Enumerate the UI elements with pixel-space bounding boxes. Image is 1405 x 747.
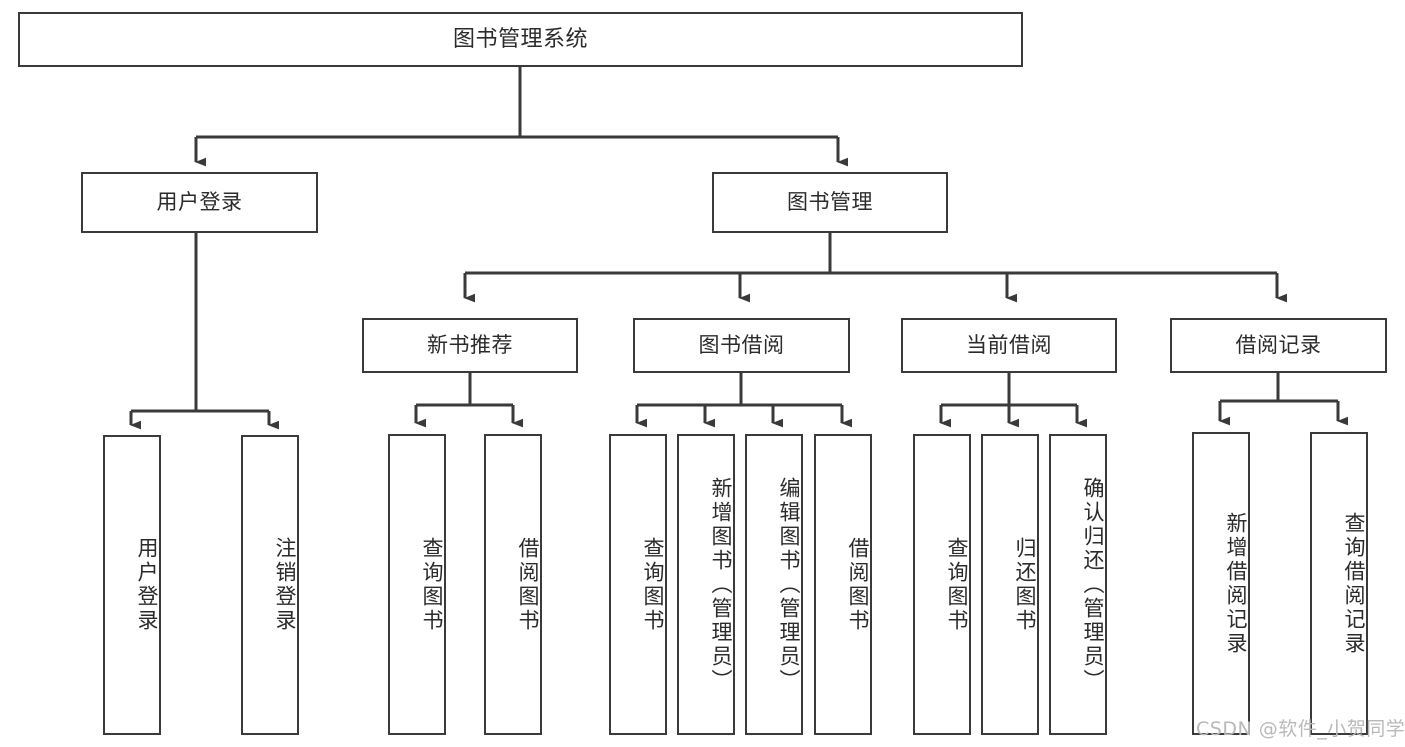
node-user-login-label: 用户登录 (156, 190, 243, 215)
node-leaf-user-login-label: 用户登录 (135, 537, 159, 633)
node-new-book-recommend-label: 新书推荐 (427, 333, 513, 358)
node-current-borrow-label: 当前借阅 (966, 333, 1052, 358)
csdn-watermark: CSDN @软件_小贺同学 (1196, 718, 1405, 740)
node-leaf-borrow-query-book-label: 查询图书 (641, 536, 665, 633)
node-leaf-current-return-book[interactable]: 归还图书 (981, 434, 1039, 735)
node-leaf-recommend-borrow-book-label: 借阅图书 (516, 536, 540, 633)
node-leaf-record-search[interactable]: 查询借阅记录 (1310, 432, 1368, 735)
node-leaf-borrow-add-book-label: 新增图书（管理员） (709, 476, 733, 693)
node-leaf-borrow-take-book-label: 借阅图书 (846, 536, 870, 633)
node-root[interactable]: 图书管理系统 (18, 12, 1023, 67)
node-book-borrow-label: 图书借阅 (698, 333, 785, 358)
node-leaf-record-add-label: 新增借阅记录 (1224, 511, 1248, 656)
node-leaf-borrow-edit-book[interactable]: 编辑图书（管理员） (745, 434, 803, 735)
node-leaf-borrow-query-book[interactable]: 查询图书 (609, 434, 667, 735)
node-root-label: 图书管理系统 (452, 26, 588, 52)
node-current-borrow[interactable]: 当前借阅 (901, 318, 1117, 373)
node-leaf-recommend-query-book-label: 查询图书 (420, 536, 444, 633)
node-leaf-current-query-book-label: 查询图书 (945, 536, 969, 633)
node-leaf-user-logout[interactable]: 注销登录 (241, 435, 299, 735)
node-leaf-user-login[interactable]: 用户登录 (103, 435, 161, 735)
node-book-management[interactable]: 图书管理 (712, 172, 948, 233)
node-leaf-recommend-borrow-book[interactable]: 借阅图书 (484, 434, 542, 735)
node-book-borrow[interactable]: 图书借阅 (633, 318, 850, 373)
node-borrow-record[interactable]: 借阅记录 (1170, 318, 1387, 373)
node-leaf-recommend-query-book[interactable]: 查询图书 (388, 434, 446, 735)
node-book-management-label: 图书管理 (787, 190, 873, 215)
node-leaf-current-query-book[interactable]: 查询图书 (913, 434, 971, 735)
node-leaf-record-search-label: 查询借阅记录 (1342, 511, 1366, 656)
node-user-login[interactable]: 用户登录 (81, 172, 318, 233)
node-leaf-user-logout-label: 注销登录 (273, 537, 297, 633)
node-leaf-borrow-add-book[interactable]: 新增图书（管理员） (677, 434, 735, 735)
node-leaf-borrow-take-book[interactable]: 借阅图书 (814, 434, 872, 735)
node-leaf-current-return-book-label: 归还图书 (1013, 536, 1037, 633)
node-leaf-current-confirm-return[interactable]: 确认归还（管理员） (1049, 434, 1107, 735)
node-leaf-current-confirm-return-label: 确认归还（管理员） (1081, 476, 1105, 693)
node-leaf-record-add[interactable]: 新增借阅记录 (1192, 432, 1250, 735)
node-new-book-recommend[interactable]: 新书推荐 (362, 318, 578, 373)
node-borrow-record-label: 借阅记录 (1235, 333, 1322, 358)
node-leaf-borrow-edit-book-label: 编辑图书（管理员） (777, 476, 801, 693)
